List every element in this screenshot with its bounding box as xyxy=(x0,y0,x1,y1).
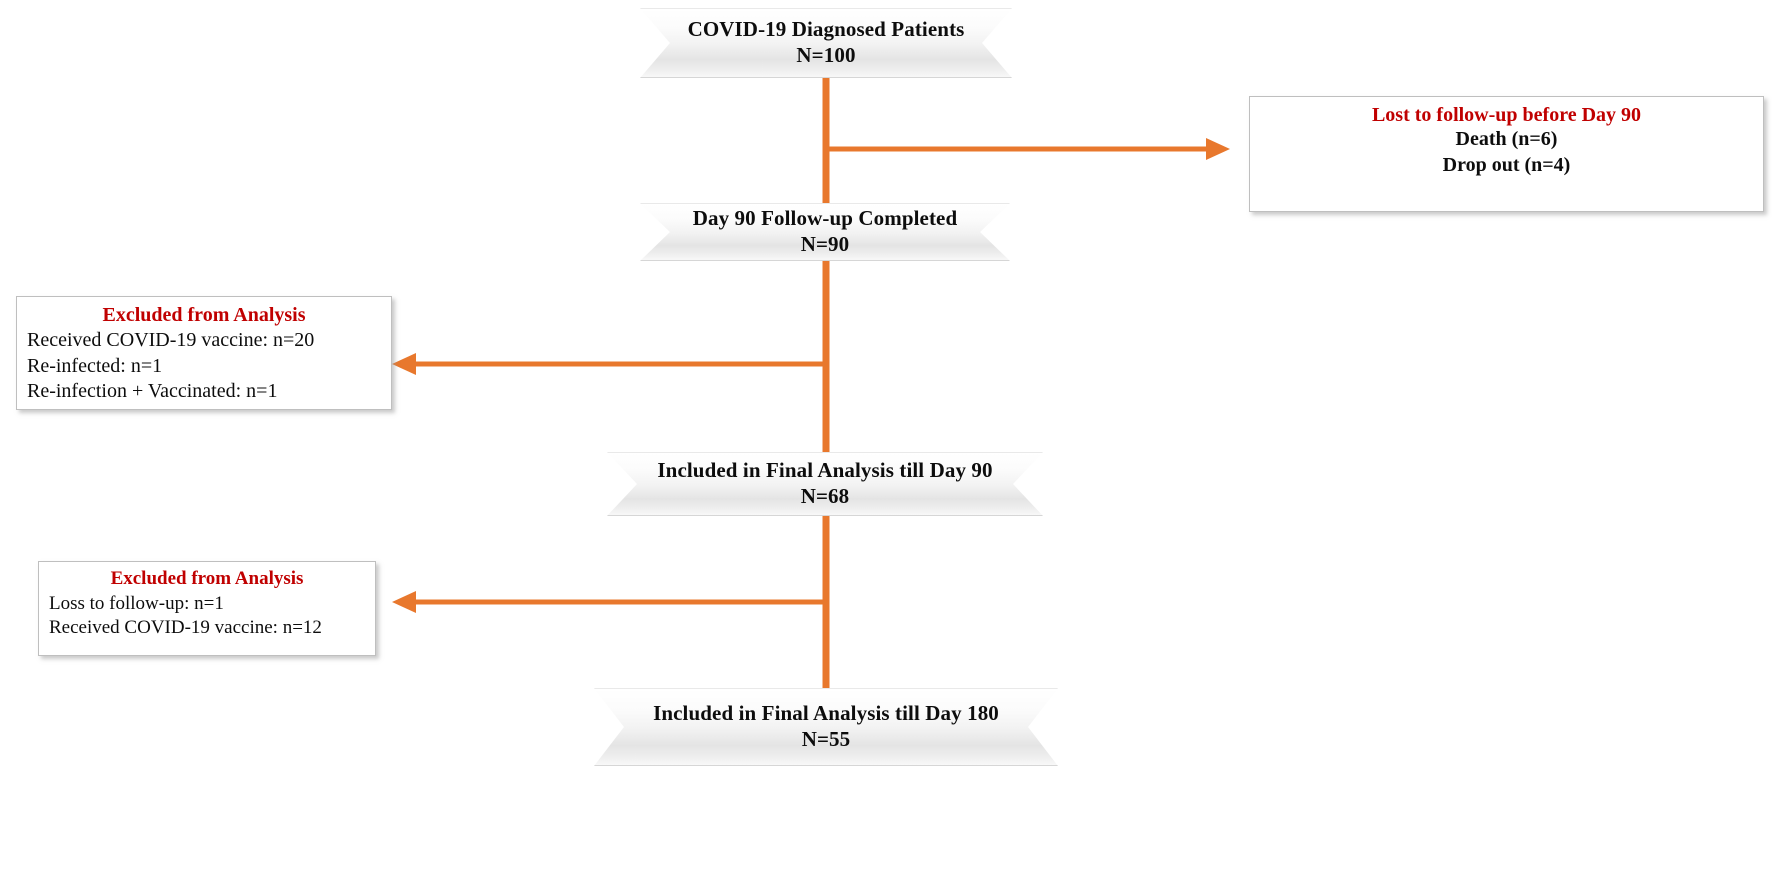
box-final90-count: N=68 xyxy=(800,484,850,508)
lost-followup-line-death: Death (n=6) xyxy=(1455,128,1558,150)
lost-followup-line-dropout: Drop out (n=4) xyxy=(1442,153,1571,176)
box-final180-title: Included in Final Analysis till Day 180 xyxy=(653,701,999,726)
box-day90-count: N=90 xyxy=(800,232,850,256)
box-diagnosed-count: N=100 xyxy=(796,43,856,67)
arrowhead-left-excluded-day180 xyxy=(392,591,416,613)
box-diagnosed-title: COVID-19 Diagnosed Patients xyxy=(687,17,965,42)
box-covid-diagnosed-patients: COVID-19 Diagnosed Patients N=100 xyxy=(640,8,1012,78)
lost-followup-title: Lost to follow-up before Day 90 xyxy=(1371,104,1642,126)
excluded-day90-line-reinfected: Re-infected: n=1 xyxy=(27,354,163,377)
box-day90-followup-completed: Day 90 Follow-up Completed N=90 xyxy=(640,203,1010,261)
box-lost-to-followup: Lost to follow-up before Day 90 Death (n… xyxy=(1249,96,1764,212)
excluded-day180-line-loss-followup: Loss to follow-up: n=1 xyxy=(49,592,224,614)
excluded-day90-line-reinfection-vaccinated: Re-infection + Vaccinated: n=1 xyxy=(27,380,278,403)
box-excluded-from-analysis-day90: Excluded from Analysis Received COVID-19… xyxy=(16,296,392,410)
box-included-final-analysis-day90: Included in Final Analysis till Day 90 N… xyxy=(607,452,1043,516)
box-final90-title: Included in Final Analysis till Day 90 xyxy=(657,458,993,483)
arrowhead-left-excluded-day90 xyxy=(392,353,416,375)
box-excluded-from-analysis-day180: Excluded from Analysis Loss to follow-up… xyxy=(38,561,376,656)
excluded-day90-line-vaccine: Received COVID-19 vaccine: n=20 xyxy=(27,329,315,351)
arrowhead-right-lost-followup xyxy=(1206,138,1230,160)
excluded-day180-title: Excluded from Analysis xyxy=(110,568,304,589)
excluded-day180-line-vaccine: Received COVID-19 vaccine: n=12 xyxy=(49,617,322,639)
box-day90-title: Day 90 Follow-up Completed xyxy=(692,206,958,231)
excluded-day90-title: Excluded from Analysis xyxy=(102,304,306,326)
box-included-final-analysis-day180: Included in Final Analysis till Day 180 … xyxy=(594,688,1058,766)
box-final180-count: N=55 xyxy=(801,727,851,751)
